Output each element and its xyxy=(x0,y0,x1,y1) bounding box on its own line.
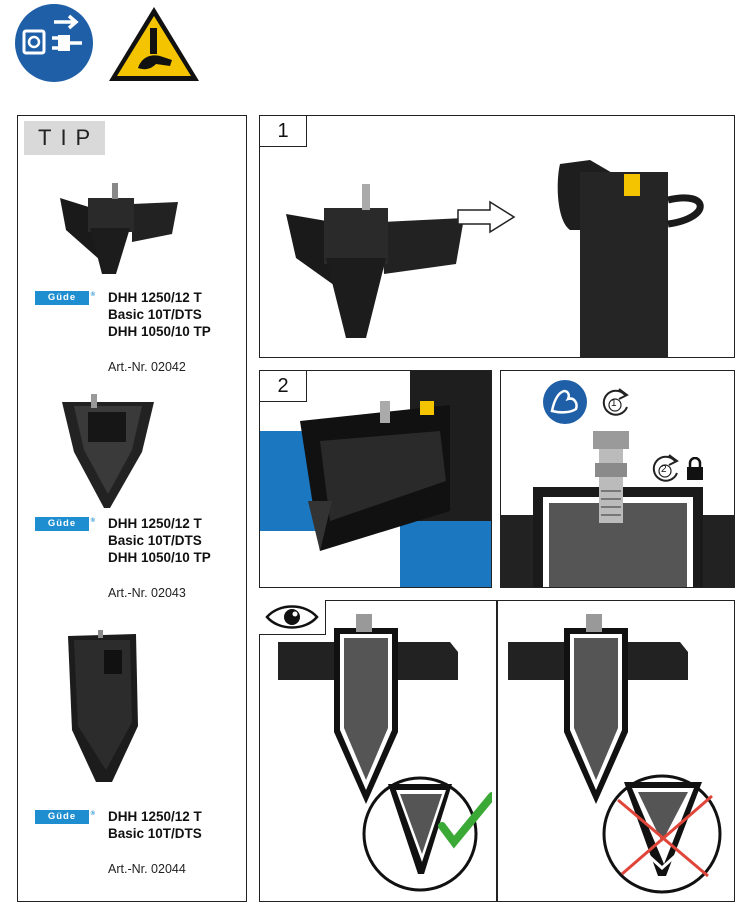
article-number: Art.-Nr. 02042 xyxy=(108,360,186,374)
tip-panel xyxy=(17,115,247,902)
unplug-power-icon xyxy=(14,3,94,83)
model-line: Basic 10T/DTS xyxy=(108,533,202,548)
model-line: DHH 1250/12 T xyxy=(108,809,202,824)
step-1-panel: 1 xyxy=(259,115,735,358)
checkmark-icon xyxy=(438,792,492,849)
gude-logo: Güde xyxy=(35,807,96,824)
step-2-detail-panel: 1 2 xyxy=(500,370,735,588)
model-line: Basic 10T/DTS xyxy=(108,826,202,841)
mounted-cross-image xyxy=(260,371,491,587)
arm-strength-icon xyxy=(542,379,588,425)
wrong-blade-diagram xyxy=(508,614,722,894)
bolt-diagram xyxy=(501,431,734,587)
hand-injury-warning-icon xyxy=(106,4,202,84)
model-line: DHH 1250/12 T xyxy=(108,516,202,531)
ram-blade-image xyxy=(557,160,704,358)
product-image-02044 xyxy=(66,630,142,786)
eye-tab xyxy=(259,600,326,635)
step-2-panel: 2 xyxy=(259,370,492,588)
rotate-clockwise-icon: 1 xyxy=(597,385,633,421)
eye-icon xyxy=(265,605,319,629)
splitting-cross-image xyxy=(286,184,464,338)
model-line: Basic 10T/DTS xyxy=(108,307,202,322)
article-number: Art.-Nr. 02043 xyxy=(108,586,186,600)
product-image-02043 xyxy=(58,394,158,510)
rotate-step-number: 2 xyxy=(661,464,667,475)
tip-label: TIP xyxy=(24,121,105,155)
cross-icon xyxy=(617,794,713,878)
model-line: DHH 1250/12 T xyxy=(108,290,202,305)
step-number: 1 xyxy=(260,116,307,147)
panel-divider xyxy=(496,600,498,902)
arrow-right-icon xyxy=(457,200,516,234)
step-number: 2 xyxy=(260,371,307,402)
correct-blade-diagram xyxy=(278,614,492,892)
article-number: Art.-Nr. 02044 xyxy=(108,862,186,876)
rotate-step-number: 1 xyxy=(611,398,617,409)
model-line: DHH 1050/10 TP xyxy=(108,550,211,565)
gude-logo: Güde xyxy=(35,514,96,531)
lock-icon xyxy=(685,456,705,481)
gude-logo: Güde xyxy=(35,288,96,305)
rotate-clockwise-icon: 2 xyxy=(647,451,683,487)
model-line: DHH 1050/10 TP xyxy=(108,324,211,339)
product-image-02042 xyxy=(60,178,180,284)
